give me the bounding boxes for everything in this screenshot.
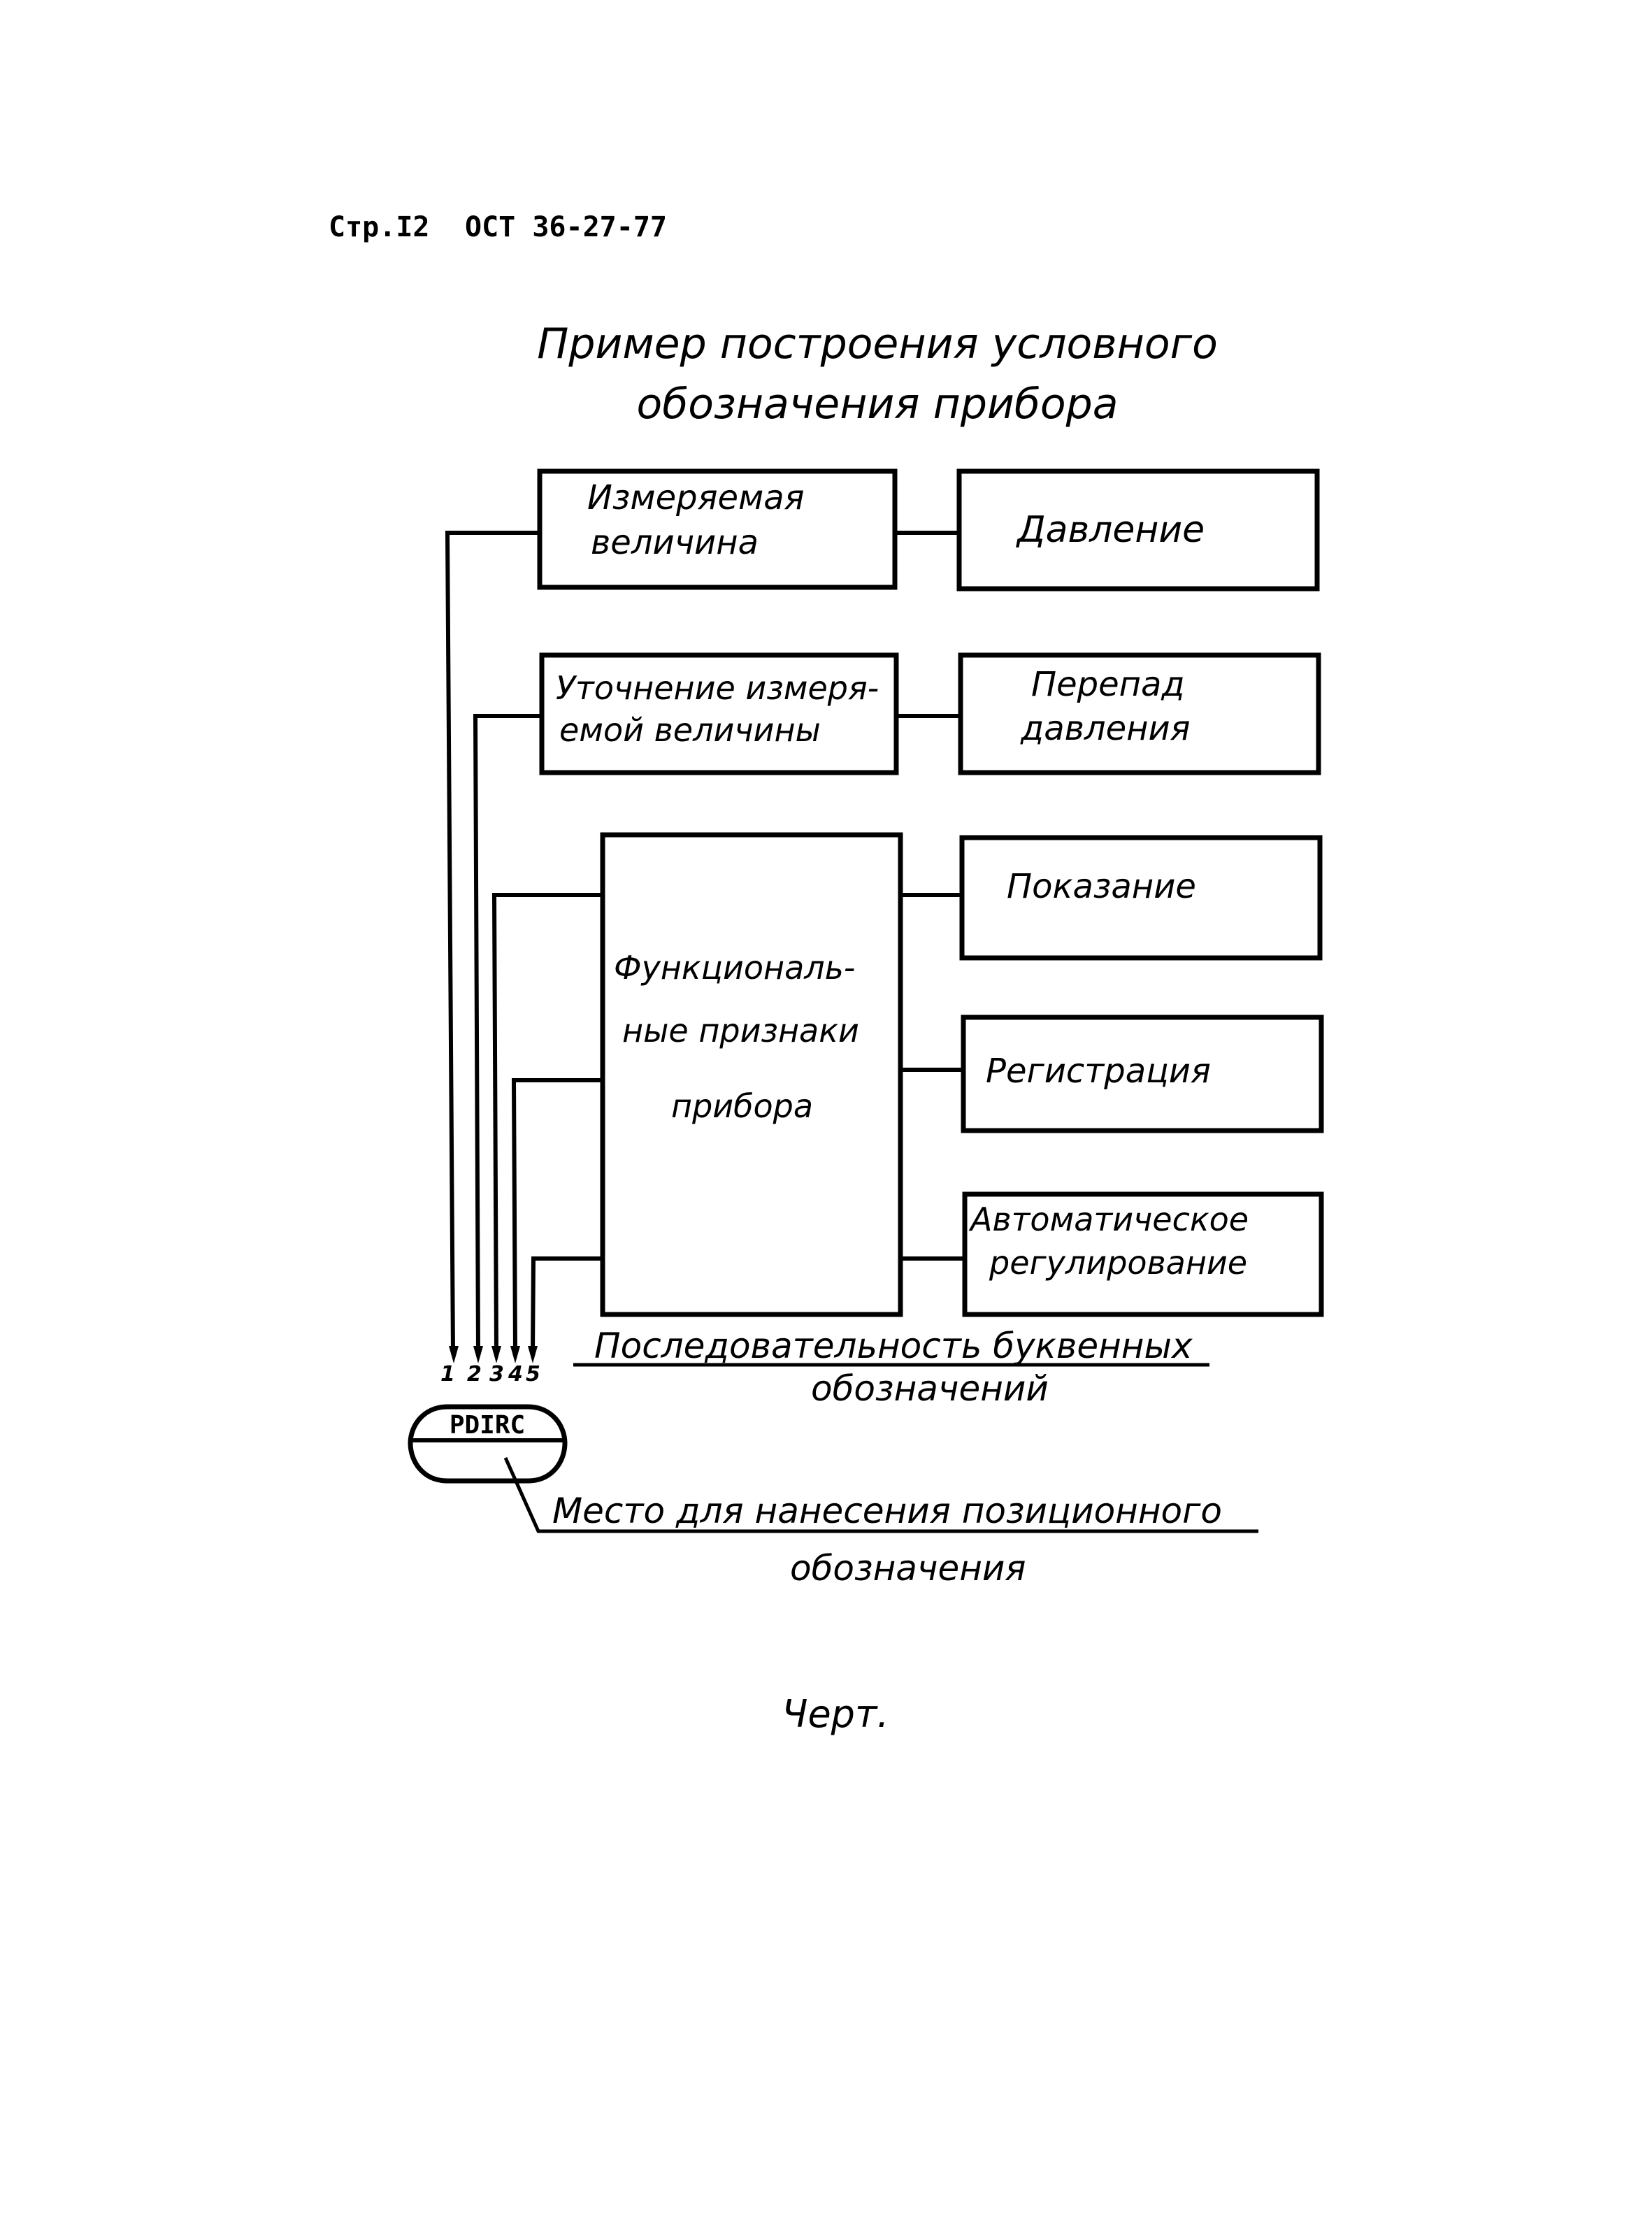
block-functional-features: Функциональ- ные признаки прибора — [600, 832, 903, 1317]
value-indication: Показание — [959, 835, 1323, 961]
block-measured-quantity: Измеряемая величина — [537, 468, 898, 590]
standard-code: ОСТ 36-27-77 — [465, 211, 667, 243]
page-number: Стр.I2 — [329, 211, 430, 243]
annotation-position-place: Место для нанесения позиционного обознач… — [503, 1456, 1258, 1589]
value-auto-control-line1: Автоматическое — [968, 1200, 1249, 1238]
feed-line-4 — [511, 1078, 603, 1354]
block-measured-quantity-line1: Измеряемая — [587, 478, 805, 517]
value-auto-control: Автоматическое регулирование — [962, 1191, 1324, 1317]
seq-number-2: 2 — [467, 1362, 482, 1386]
block-functional-line1: Функциональ- — [614, 949, 855, 987]
annotation-position-place-line1: Место для нанесения позиционного — [552, 1491, 1222, 1531]
value-pressure: Давление — [956, 468, 1320, 592]
feed-line-2 — [473, 714, 542, 1354]
instrument-code: PDIRC — [450, 1411, 525, 1440]
feed-arrowheads — [449, 1346, 538, 1363]
value-registration: Регистрация — [961, 1015, 1324, 1133]
value-pressure-diff-line2: давления — [1020, 709, 1191, 748]
arrow-icon-5 — [528, 1346, 538, 1363]
arrow-icon-1 — [449, 1346, 459, 1363]
value-auto-control-line2: регулирование — [989, 1244, 1247, 1282]
block-functional-line3: прибора — [671, 1087, 813, 1125]
seq-number-5: 5 — [526, 1362, 540, 1386]
annotation-letter-sequence-line1: Последовательность буквенных — [594, 1326, 1193, 1366]
arrow-icon-2 — [473, 1346, 483, 1363]
annotation-letter-sequence-line2: обозначений — [811, 1368, 1049, 1409]
seq-number-1: 1 — [440, 1362, 455, 1386]
title-line-1: Пример построения условного — [537, 320, 1218, 368]
block-measured-refinement-line2: емой величины — [559, 711, 821, 749]
block-measured-quantity-line2: величина — [591, 523, 759, 562]
value-pressure-diff: Перепад давления — [958, 652, 1321, 775]
figure-caption: Черт. — [782, 1692, 889, 1736]
feed-line-5 — [531, 1256, 603, 1354]
block-measured-refinement: Уточнение измеря- емой величины — [539, 652, 899, 775]
arrow-icon-4 — [510, 1346, 520, 1363]
value-registration-text: Регистрация — [986, 1052, 1211, 1091]
block-measured-refinement-line1: Уточнение измеря- — [556, 669, 879, 707]
value-pressure-diff-line1: Перепад — [1031, 665, 1185, 704]
value-pressure-text: Давление — [1016, 509, 1205, 551]
annotation-letter-sequence: Последовательность буквенных обозначений — [573, 1326, 1209, 1409]
feed-line-1 — [445, 531, 540, 1354]
annotation-position-place-line2: обозначения — [790, 1548, 1026, 1589]
instrument-symbol: PDIRC — [408, 1404, 568, 1484]
block-functional-line2: ные признаки — [622, 1012, 859, 1049]
seq-number-4: 4 — [508, 1362, 523, 1386]
seq-number-3: 3 — [489, 1362, 504, 1386]
title-line-2: обозначения прибора — [637, 380, 1119, 429]
feed-line-3 — [491, 893, 603, 1354]
arrow-icon-3 — [491, 1346, 501, 1363]
annotation-position-place-leader — [503, 1456, 1258, 1533]
value-indication-text: Показание — [1007, 867, 1196, 906]
